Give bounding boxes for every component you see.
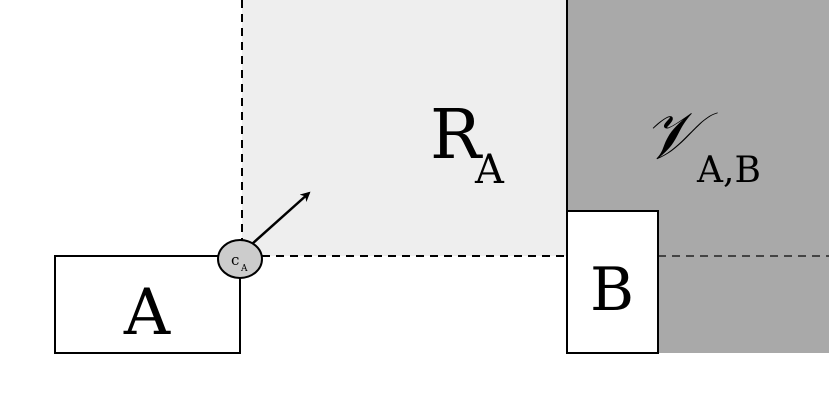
region-v-subscript: A,B [696,150,761,191]
region-r-a [242,0,567,256]
corner-point-label: c [231,251,239,269]
region-r-subscript: A [474,147,505,193]
corner-point-c-a [217,239,263,279]
box-a [54,255,241,354]
box-b-label: B [590,255,634,325]
box-a-label: A [123,276,171,350]
region-r-label: R [430,96,483,175]
corner-point-subscript: A [240,264,248,274]
direction-arrow [251,191,311,245]
box-b [566,210,659,354]
